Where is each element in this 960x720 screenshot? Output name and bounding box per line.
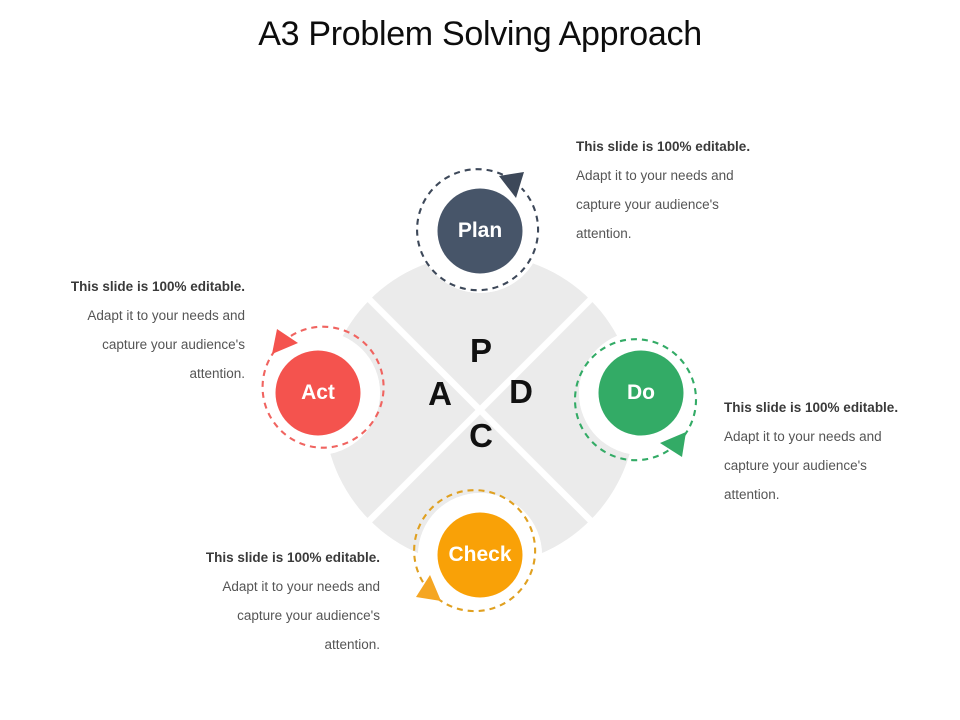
caption-do-line3: attention. [724, 487, 780, 502]
do-circle[interactable] [598, 350, 684, 436]
node-check[interactable] [413, 489, 542, 617]
check-circle[interactable] [437, 512, 523, 598]
caption-check-line2: capture your audience's [237, 608, 380, 623]
check-arrow-head [416, 575, 441, 601]
caption-check-line3: attention. [324, 637, 380, 652]
act-arrow-head [272, 329, 298, 354]
caption-check-line1: Adapt it to your needs and [222, 579, 380, 594]
pdca-wheel [324, 254, 636, 566]
caption-do-line1: Adapt it to your needs and [724, 429, 882, 444]
caption-plan-line1: Adapt it to your needs and [576, 168, 734, 183]
caption-check-heading: This slide is 100% editable. [205, 550, 380, 565]
do-dashed-arc [574, 338, 698, 462]
caption-act-line3: attention. [189, 366, 245, 381]
act-circle[interactable] [275, 350, 361, 436]
node-plan[interactable] [416, 168, 542, 293]
caption-plan-heading: This slide is 100% editable. [576, 139, 751, 154]
caption-check: This slide is 100% editable. Adapt it to… [140, 543, 380, 659]
center-letter-d: D [509, 373, 533, 410]
caption-plan-line3: attention. [576, 226, 632, 241]
caption-plan: This slide is 100% editable. Adapt it to… [576, 132, 816, 248]
page-title: A3 Problem Solving Approach [258, 15, 702, 53]
center-letter-p: P [469, 332, 492, 369]
caption-do: This slide is 100% editable. Adapt it to… [724, 393, 960, 509]
caption-act-heading: This slide is 100% editable. [70, 279, 245, 294]
plan-circle[interactable] [437, 188, 523, 274]
plan-dashed-arc [416, 168, 540, 292]
caption-do-heading: This slide is 100% editable. [724, 400, 899, 415]
do-arrow-head [660, 432, 686, 457]
node-do[interactable] [574, 331, 703, 462]
caption-plan-line2: capture your audience's [576, 197, 719, 212]
caption-act-line1: Adapt it to your needs and [87, 308, 245, 323]
caption-act: This slide is 100% editable. Adapt it to… [5, 272, 245, 388]
node-act[interactable] [256, 325, 385, 455]
center-letter-a: A [428, 375, 452, 412]
act-dashed-arc [261, 325, 385, 449]
plan-arrow-head [499, 172, 524, 198]
center-letter-c: C [469, 417, 493, 454]
caption-do-line2: capture your audience's [724, 458, 867, 473]
check-dashed-arc [413, 489, 537, 613]
caption-act-line2: capture your audience's [102, 337, 245, 352]
